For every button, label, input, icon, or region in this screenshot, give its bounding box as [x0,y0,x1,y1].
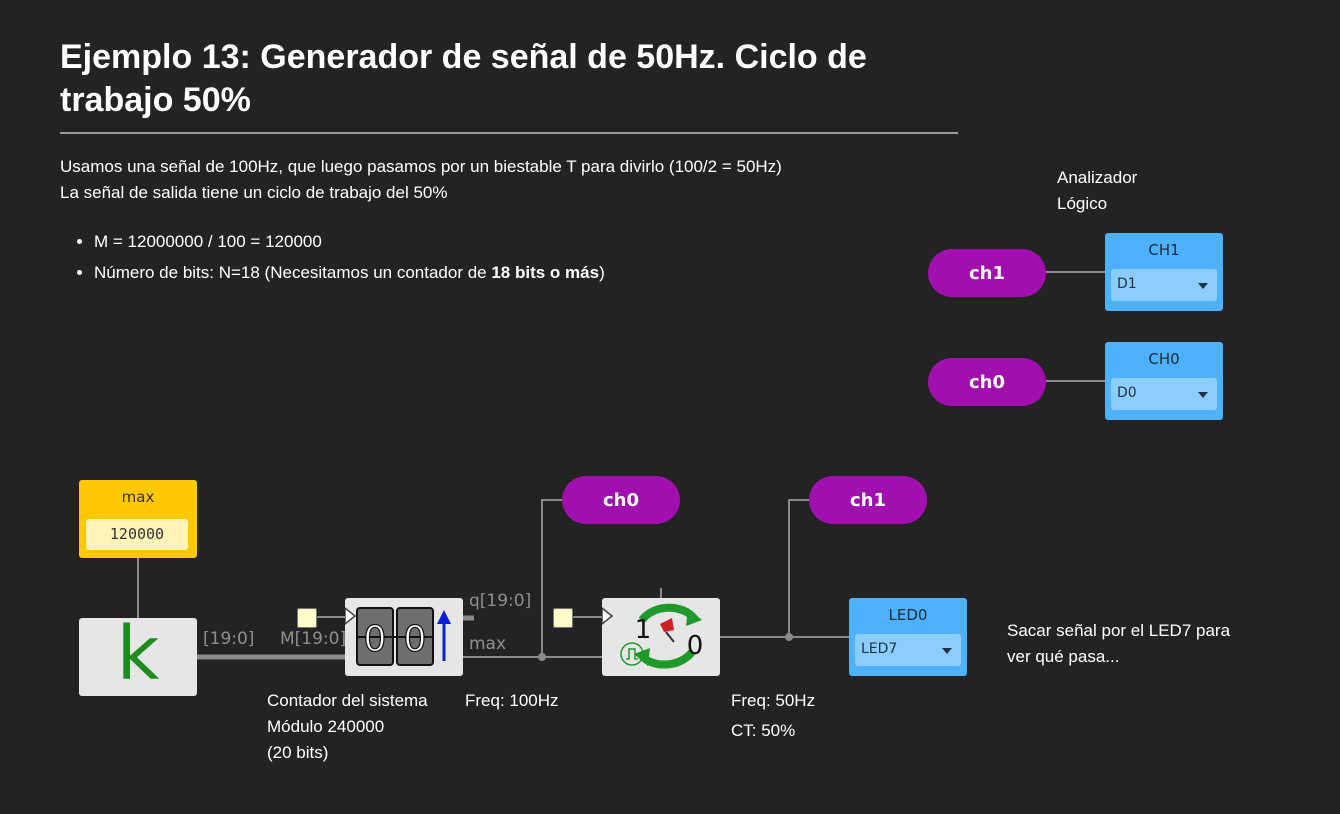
wire-ch0-branch [541,499,563,657]
analyzer-label-line-2: Lógico [1057,194,1108,213]
clock-icon [297,608,317,628]
counter-digit-2: 0 [404,619,427,660]
analyzer-ch1-value: D1 [1117,276,1137,292]
counter-input-label: M[19:0] [280,629,347,649]
system-counter-block[interactable]: 0 0 [345,598,463,676]
t-flipflop-block[interactable]: 1 0 [602,598,720,676]
led-title: LED0 [888,606,928,624]
bullet-bold-text: 18 bits o más [491,263,600,282]
led-note-line-2: ver qué pasa... [1007,647,1120,666]
description-line-2: La señal de salida tiene un ciclo de tra… [60,183,448,202]
tflip-one: 1 [635,615,652,645]
analyzer-ch1-block[interactable]: CH1 D1 [1105,233,1223,311]
page-title: Ejemplo 13: Generador de señal de 50Hz. … [60,38,867,119]
wire-ch1-branch [788,499,810,637]
analyzer-ch1-tag[interactable]: ch1 [928,249,1046,297]
counter-max-label: max [469,634,507,654]
analyzer-ch0-value: D0 [1117,385,1137,401]
bus-label-k: [19:0] [203,629,255,649]
k-icon: k [116,611,160,697]
pin-icon [660,618,675,643]
counter-note-line-2: Módulo 240000 [267,717,385,736]
led-note-line-1: Sacar señal por el LED7 para [1007,621,1231,640]
max-title: max [121,488,155,506]
bullet-list: M = 12000000 / 100 = 120000 Número de bi… [60,226,605,288]
bullet-text: Número de bits: N=18 (Necesitamos un con… [94,263,492,282]
counter-note-line-3: (20 bits) [267,743,329,762]
analyzer-ch0-block[interactable]: CH0 D0 [1105,342,1223,420]
description-line-1: Usamos una señal de 100Hz, que luego pas… [60,157,782,176]
chevron-down-icon [1198,392,1208,398]
led-block[interactable]: LED0 LED7 [849,598,967,676]
title-divider [60,132,958,134]
chevron-down-icon [1198,283,1208,289]
bullet-item-bits: Número de bits: N=18 (Necesitamos un con… [94,257,605,288]
counter-q-label: q[19:0] [469,591,532,611]
description: Usamos una señal de 100Hz, que luego pas… [60,154,782,206]
freq-50-label: Freq: 50Hz [731,691,816,710]
counter-note: Contador del sistema Módulo 240000 (20 b… [267,688,428,766]
junction-ch0 [538,653,546,661]
max-constant-block[interactable]: max 120000 [79,480,197,558]
duty-cycle-label: CT: 50% [731,721,796,740]
analyzer-ch0-title: CH0 [1148,350,1180,368]
counter-digit-1: 0 [364,619,387,660]
analyzer-ch0-select[interactable]: D0 [1111,378,1217,410]
freq-100-label: Freq: 100Hz [465,691,559,710]
counter-note-line-1: Contador del sistema [267,691,428,710]
led-select[interactable]: LED7 [855,634,961,666]
analyzer-label-line-1: Analizador [1057,168,1138,187]
junction-ch1 [785,633,793,641]
analyzer-label: Analizador Lógico [1057,165,1137,217]
analyzer-ch1-title: CH1 [1148,241,1180,259]
max-value-field[interactable]: 120000 [86,519,188,550]
bullet-suffix: ) [599,263,605,282]
led-value: LED7 [861,641,898,657]
clock-icon [553,608,573,628]
bullet-item-m: M = 12000000 / 100 = 120000 [94,226,605,257]
circuit-ch0-tag[interactable]: ch0 [562,476,680,524]
counter-icon: 0 0 [345,607,451,666]
led-note: Sacar señal por el LED7 para ver qué pas… [1007,618,1230,670]
analyzer-ch0-tag[interactable]: ch0 [928,358,1046,406]
toggle-icon: 1 0 [602,603,704,669]
analyzer-ch1-select[interactable]: D1 [1111,269,1217,301]
constant-k-block[interactable]: k [79,614,197,696]
circuit-ch1-tag[interactable]: ch1 [809,476,927,524]
chevron-down-icon [942,648,952,654]
tflip-zero: 0 [687,631,704,661]
